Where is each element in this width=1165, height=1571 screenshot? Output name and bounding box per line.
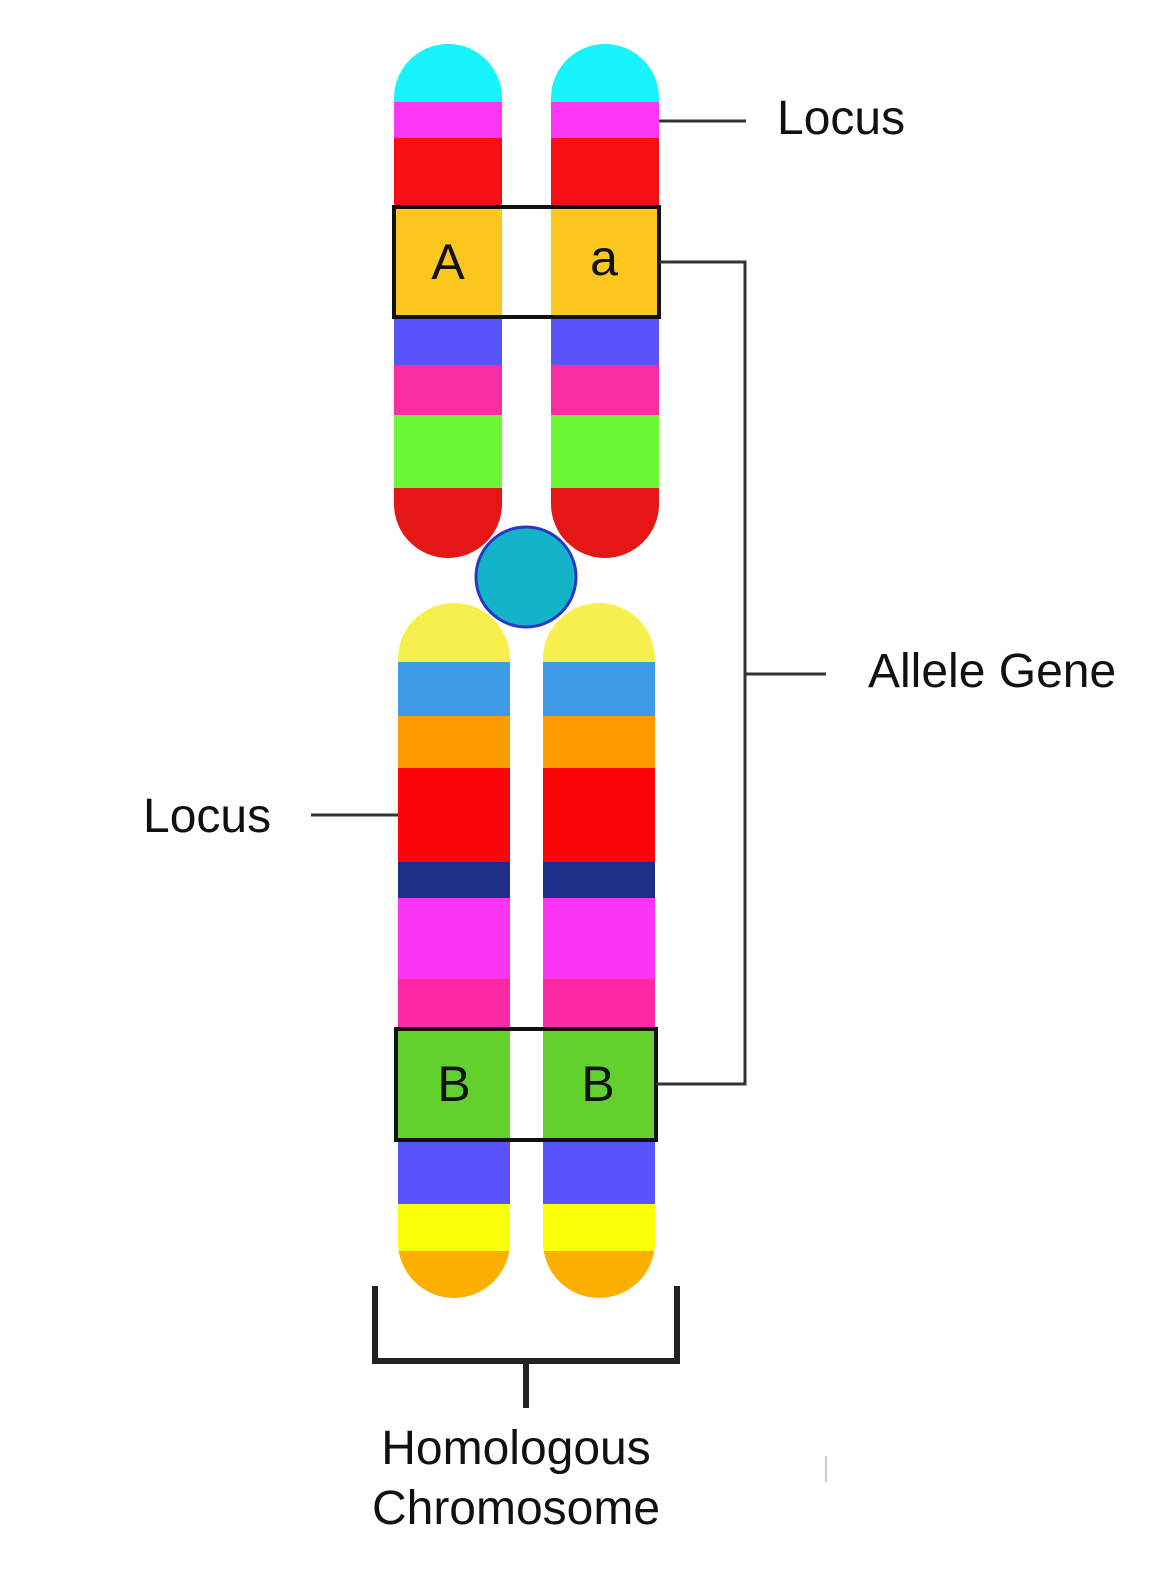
lower-left-band-8	[398, 1029, 510, 1140]
upper-left-band-6	[394, 365, 502, 415]
lower-left-band-11	[398, 1251, 510, 1298]
allele-upper-left: A	[431, 234, 465, 290]
lower-right-band-2	[543, 662, 655, 716]
upper-right-band-3	[551, 138, 659, 207]
allele-gene-label: Allele Gene	[868, 645, 1116, 698]
lower-left-band-7	[398, 979, 510, 1029]
upper-left-band-4	[394, 207, 502, 317]
lower-right-band-4	[543, 768, 655, 862]
allele-gene-bracket	[656, 260, 747, 1086]
lower-right-band-3	[543, 716, 655, 768]
upper-left-band-5	[394, 317, 502, 365]
upper-left-band-1	[394, 44, 502, 102]
lower-left-band-5	[398, 862, 510, 898]
upper-left-band-2	[394, 102, 502, 138]
allele-lower-right: B	[581, 1056, 614, 1112]
upper-right-band-1	[551, 44, 659, 102]
lower-right-band-11	[543, 1251, 655, 1298]
lower-left-band-3	[398, 716, 510, 768]
homologous-label-line2: Chromosome	[372, 1482, 660, 1535]
homologous-bracket	[372, 1286, 680, 1364]
locus-left-label: Locus	[143, 790, 271, 843]
upper-right-chromatid	[551, 44, 659, 558]
lower-left-band-9	[398, 1140, 510, 1204]
homologous-label-line1: Homologous	[381, 1422, 650, 1475]
centromere	[474, 525, 578, 629]
lower-right-band-7	[543, 979, 655, 1029]
allele-lower-left: B	[437, 1056, 470, 1112]
lower-right-chromatid	[543, 603, 655, 1298]
upper-right-band-2	[551, 102, 659, 138]
lower-right-band-9	[543, 1140, 655, 1204]
locus-top-label: Locus	[777, 92, 905, 145]
lower-left-chromatid	[398, 603, 510, 1298]
lower-left-band-4	[398, 768, 510, 862]
upper-right-band-7	[551, 415, 659, 488]
upper-left-chromatid	[394, 44, 502, 558]
upper-right-band-4	[551, 207, 659, 317]
upper-left-band-7	[394, 415, 502, 488]
upper-right-band-6	[551, 365, 659, 415]
lower-left-band-6	[398, 898, 510, 979]
upper-right-band-5	[551, 317, 659, 365]
lower-left-band-2	[398, 662, 510, 716]
lower-right-band-5	[543, 862, 655, 898]
lower-right-band-8	[543, 1029, 655, 1140]
lower-left-band-10	[398, 1204, 510, 1251]
lower-right-band-6	[543, 898, 655, 979]
allele-upper-right: a	[590, 230, 618, 286]
upper-left-band-3	[394, 138, 502, 207]
lower-right-band-10	[543, 1204, 655, 1251]
